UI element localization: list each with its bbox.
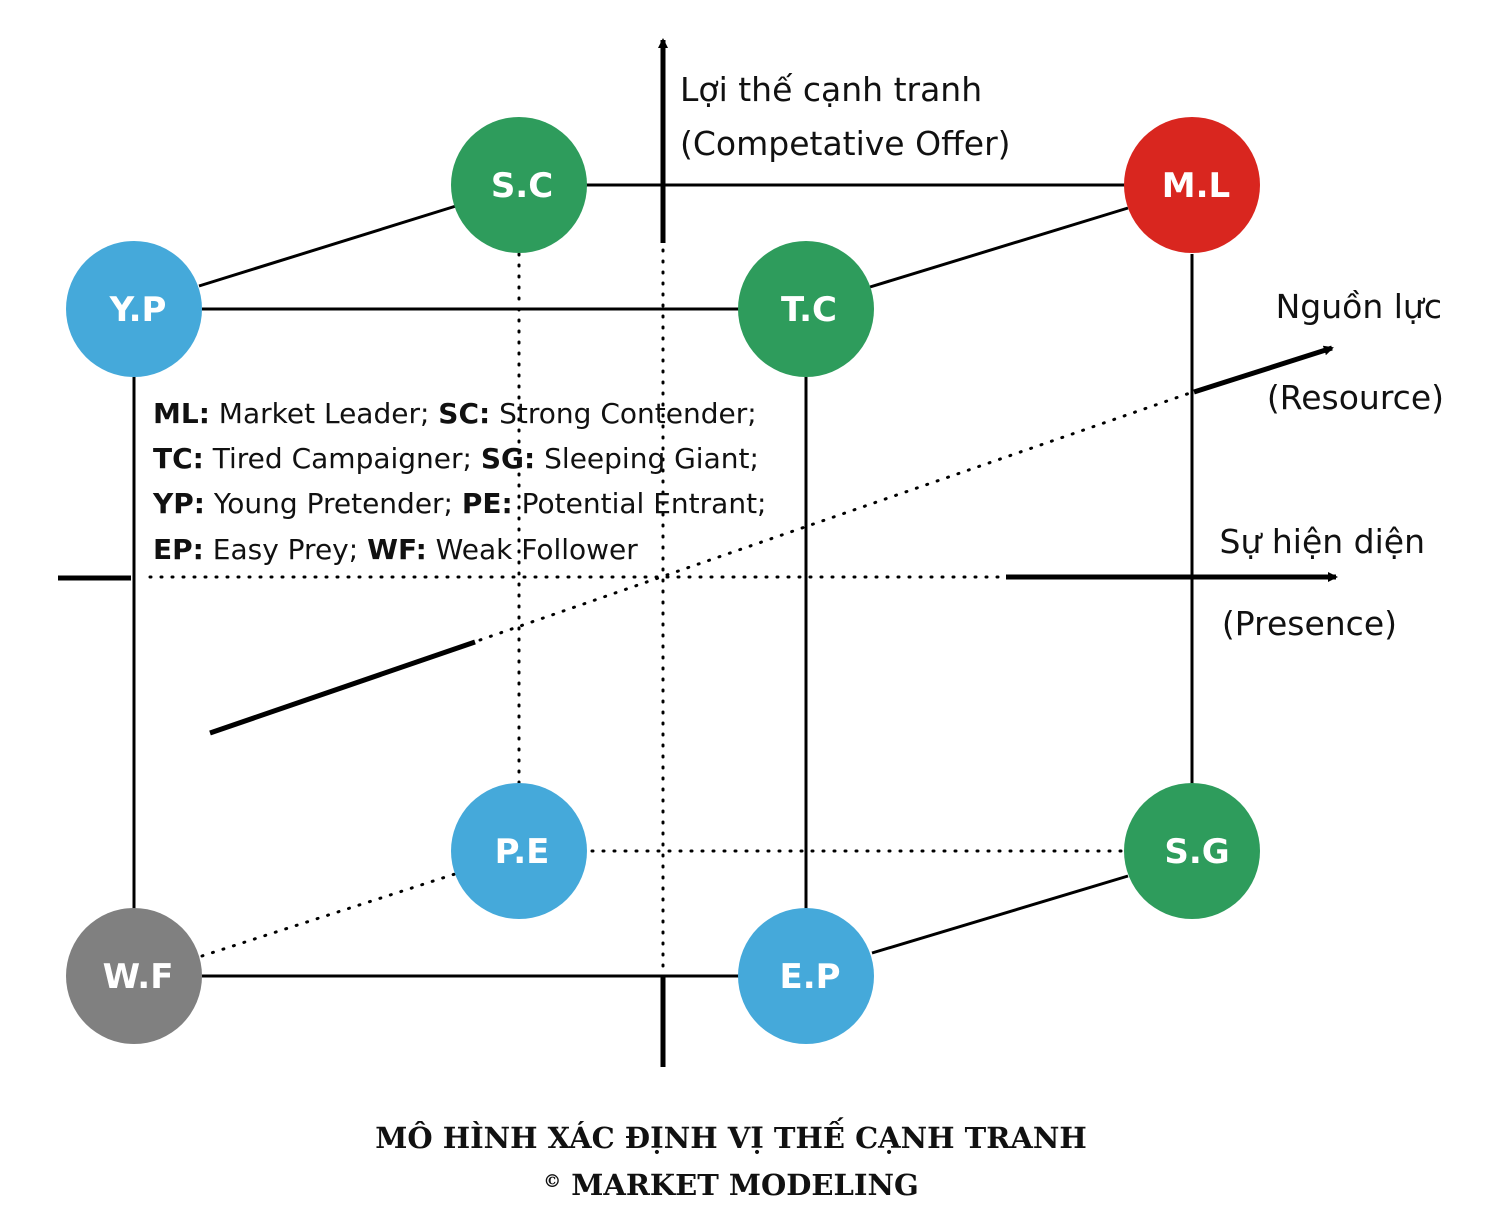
legend-line-1: ML: Market Leader; SC: Strong Contender; [153, 397, 757, 430]
legend-desc: Potential Entrant; [513, 487, 767, 520]
resource-axis-upper [1193, 345, 1334, 395]
edge-wf-pe [200, 871, 460, 958]
resource-axis-lower [209, 639, 476, 736]
legend-desc: Weak Follower [427, 533, 639, 566]
caption-title: MÔ HÌNH XÁC ĐỊNH VỊ THẾ CẠNH TRANH [375, 1116, 1087, 1155]
legend-desc: Tired Campaigner; [204, 442, 481, 475]
vertical-axis-label-en: (Competative Offer) [680, 124, 1011, 163]
legend-line-4: EP: Easy Prey; WF: Weak Follower [153, 533, 638, 566]
node-yp: Y.P [66, 241, 202, 377]
legend-abbr: WF: [367, 533, 427, 566]
legend-desc: Easy Prey; [204, 533, 367, 566]
cube-hidden-edges [200, 252, 1128, 958]
legend-abbr: YP: [152, 487, 205, 520]
node-wf-label: W.F [103, 957, 174, 997]
node-tc-circle [738, 241, 874, 377]
node-yp-circle [66, 241, 202, 377]
node-yp-label: Y.P [109, 290, 167, 330]
node-sg-circle [1124, 783, 1260, 919]
node-sc-circle [451, 117, 587, 253]
legend-desc: Young Pretender; [205, 487, 462, 520]
node-ml-label: M.L [1162, 166, 1230, 206]
node-tc-label: T.C [781, 290, 837, 330]
node-ep-label: E.P [779, 957, 840, 997]
node-wf: W.F [66, 908, 202, 1044]
node-sg-label: S.G [1164, 832, 1229, 872]
legend-abbr: PE: [462, 487, 513, 520]
legend-abbr: SG: [481, 442, 535, 475]
node-sc: S.C [451, 117, 587, 253]
presence-axis-label-en: (Presence) [1222, 604, 1397, 643]
node-ml: M.L [1124, 117, 1260, 253]
legend-line-2: TC: Tired Campaigner; SG: Sleeping Giant… [153, 442, 759, 475]
presence-axis-label-vi: Sự hiện diện [1220, 522, 1425, 561]
legend: ML: Market Leader; SC: Strong Contender;… [152, 397, 766, 566]
caption-brand: MARKET MODELING [571, 1168, 919, 1202]
resource-axis-label-vi: Nguồn lực [1276, 287, 1442, 326]
node-ep: E.P [738, 908, 874, 1044]
caption-credit: © MARKET MODELING [543, 1168, 919, 1202]
legend-line-3: YP: Young Pretender; PE: Potential Entra… [152, 487, 766, 520]
edge-ep-sg [871, 874, 1129, 955]
node-sg: S.G [1124, 783, 1260, 919]
legend-desc: Sleeping Giant; [535, 442, 759, 475]
copyright-symbol: © [543, 1171, 561, 1192]
node-ml-circle [1124, 117, 1260, 253]
node-wf-circle [66, 908, 202, 1044]
legend-abbr: ML: [153, 397, 210, 430]
cube-solid-edges [132, 183, 1194, 978]
node-pe-circle [451, 783, 587, 919]
edge-yp-sc [198, 204, 457, 288]
legend-abbr: TC: [153, 442, 204, 475]
resource-axis-dotted [478, 391, 1192, 642]
resource-axis-label-en: (Resource) [1267, 378, 1444, 417]
node-pe-label: P.E [495, 832, 550, 872]
axes [58, 38, 1338, 1067]
node-tc: T.C [738, 241, 874, 377]
node-pe: P.E [451, 783, 587, 919]
legend-desc: Market Leader; [210, 397, 438, 430]
vertical-axis-label-vi: Lợi thế cạnh tranh [680, 70, 982, 109]
legend-desc: Strong Contender; [490, 397, 756, 430]
node-ep-circle [738, 908, 874, 1044]
edge-tc-ml [869, 206, 1129, 289]
node-sc-label: S.C [491, 166, 553, 206]
legend-abbr: SC: [438, 397, 490, 430]
legend-abbr: EP: [153, 533, 204, 566]
